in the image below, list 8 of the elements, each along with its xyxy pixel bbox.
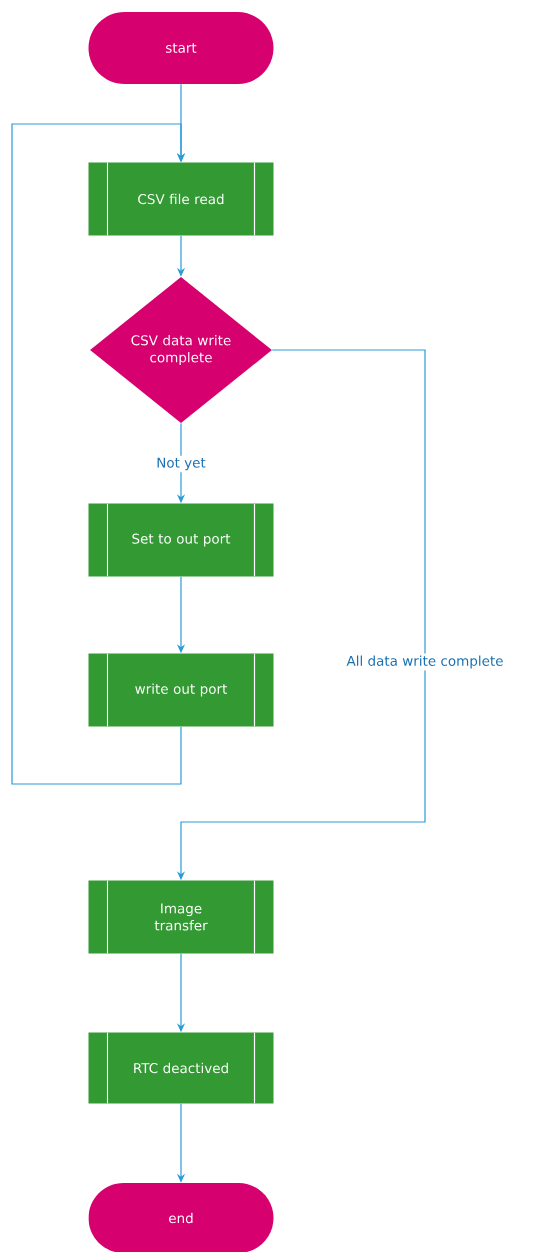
process-box: CSV file read bbox=[88, 162, 274, 236]
edge-label: All data write complete bbox=[344, 653, 506, 671]
process-box: Set to out port bbox=[88, 503, 274, 577]
process-box: Image transfer bbox=[88, 880, 274, 954]
process-box: RTC deactived bbox=[88, 1032, 274, 1104]
arrow bbox=[11, 123, 186, 785]
edge-label: Not yet bbox=[154, 455, 208, 473]
process-box: write out port bbox=[88, 653, 274, 727]
